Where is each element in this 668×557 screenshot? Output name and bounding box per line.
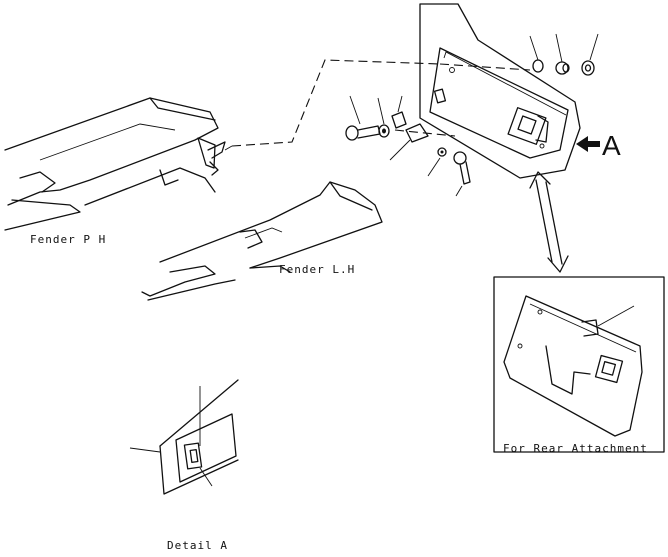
fasteners-top-right (529, 33, 599, 76)
detail-a-drawing (129, 379, 239, 495)
main-panel-drawing (419, 3, 581, 179)
rear-attachment-label: For Rear Attachment (503, 442, 648, 455)
fender-lh-drawing (141, 181, 383, 301)
double-arrow-icon (529, 171, 569, 273)
view-arrow-a-icon (576, 136, 600, 152)
view-a-label: A (602, 130, 621, 161)
fender-rh-drawing (4, 97, 233, 231)
rear-attachment-inset (493, 276, 665, 453)
assembly-lead-line (231, 59, 441, 147)
fender-rh-label: Fender P H (30, 233, 107, 246)
detail-a-label: Detail A (167, 539, 228, 552)
fasteners-middle (345, 95, 471, 197)
fender-lh-label: Fender L.H (279, 263, 356, 276)
